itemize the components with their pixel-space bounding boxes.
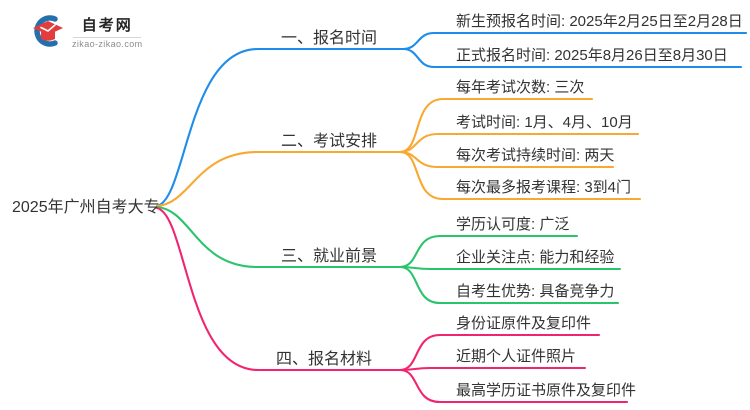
branch-2-connectors (155, 97, 642, 208)
child-node: 企业关注点: 能力和经验 (456, 249, 615, 266)
graduation-cap-logo-icon (33, 15, 63, 47)
child-node: 身份证原件及复印件 (456, 315, 592, 332)
logo-divider (73, 36, 142, 38)
branch-label-1: 一、报名时间 (281, 30, 378, 47)
child-node: 每次考试持续时间: 两天 (456, 147, 615, 164)
child-node: 正式报名时间: 2025年8月26日至8月30日 (456, 47, 728, 64)
branch-label-4: 四、报名材料 (276, 351, 373, 368)
branch-3-connectors (155, 205, 622, 305)
child-node: 近期个人证件照片 (456, 348, 577, 365)
child-node: 学历认可度: 广泛 (456, 216, 570, 233)
child-node: 考试时间: 1月、4月、10月 (456, 114, 633, 131)
child-node: 新生预报名时间: 2025年2月25日至2月28日 (456, 13, 743, 30)
branch-label-3: 三、就业前景 (281, 248, 378, 265)
child-node: 最高学历证书原件及复印件 (456, 382, 637, 399)
child-node: 自考生优势: 具备竞争力 (456, 283, 615, 300)
branch-1-connectors (155, 31, 748, 208)
branch-label-2: 二、考试安排 (281, 133, 378, 150)
child-node: 每次最多报考课程: 3到4门 (456, 179, 632, 196)
logo-domain: zikao-zikao.com (72, 38, 143, 49)
logo-title: 自考网 (81, 16, 133, 34)
logo: 自考网 zikao-zikao.com (30, 12, 143, 50)
child-node: 每年考试次数: 三次 (456, 79, 585, 96)
central-topic: 2025年广州自考大专 (12, 199, 160, 216)
branch-4-connectors (155, 206, 629, 404)
